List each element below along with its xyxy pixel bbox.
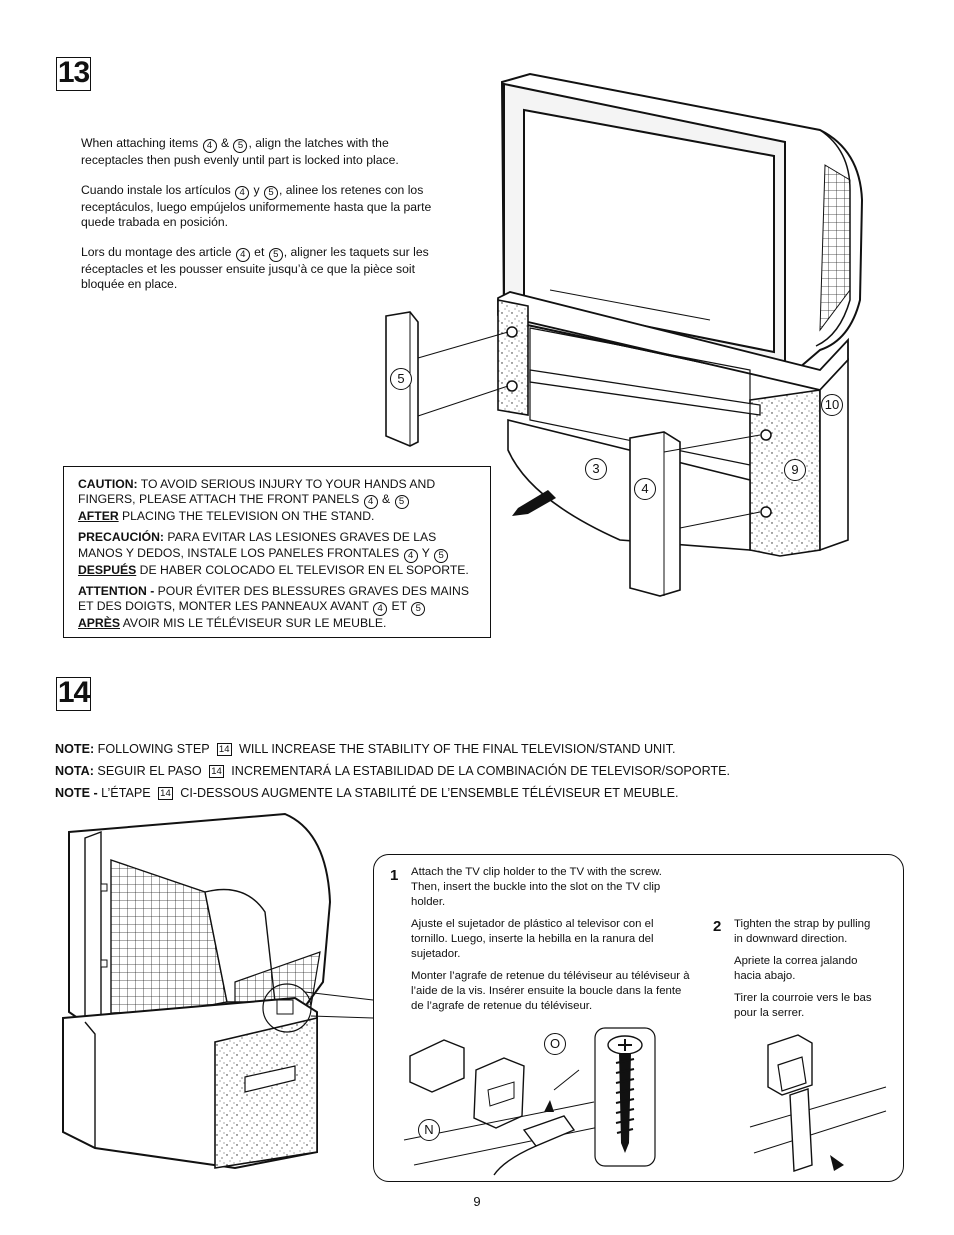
- step-14-detail-panel: 1 Attach the TV clip holder to the TV wi…: [373, 854, 904, 1182]
- caution-french: ATTENTION - POUR ÉVITER DES BLESSURES GR…: [78, 583, 469, 631]
- substep-2-text: Tighten the strap by pulling in downward…: [734, 917, 874, 1028]
- tv-rear-illustration: [62, 812, 374, 1170]
- screw-illustration: [594, 1027, 656, 1167]
- substep-2-french: Tirer la courroie vers le bas pour la se…: [734, 992, 872, 1019]
- callout-n: N: [418, 1119, 440, 1141]
- substep-1-english: Attach the TV clip holder to the TV with…: [411, 866, 662, 908]
- substep-2-spanish: Apriete la correa jalando hacia abajo.: [734, 955, 858, 982]
- strap-illustration: [749, 1034, 887, 1172]
- caution-spanish: PRECAUCIÓN: PARA EVITAR LAS LESIONES GRA…: [78, 530, 469, 577]
- step-13-instructions: When attaching items 4 & 5, align the la…: [81, 136, 451, 307]
- callout-o: O: [544, 1033, 566, 1055]
- substep-1-french: Monter l’agrafe de retenue du téléviseur…: [411, 970, 690, 1012]
- instruction-english: When attaching items 4 & 5, align the la…: [81, 136, 399, 167]
- substep-2-number: 2: [713, 918, 722, 935]
- note-english: NOTE: FOLLOWING STEP 14 WILL INCREASE TH…: [55, 742, 676, 756]
- callout-9: 9: [784, 459, 806, 481]
- caution-box: CAUTION: TO AVOID SERIOUS INJURY TO YOUR…: [63, 466, 491, 638]
- instruction-spanish: Cuando instale los artículos 4 y 5, alin…: [81, 183, 432, 229]
- callout-3: 3: [585, 458, 607, 480]
- page-number: 9: [473, 1194, 481, 1209]
- caution-english: CAUTION: TO AVOID SERIOUS INJURY TO YOUR…: [78, 477, 436, 524]
- callout-4: 4: [634, 478, 656, 500]
- substep-2-english: Tighten the strap by pulling in downward…: [734, 918, 871, 945]
- substep-1-text: Attach the TV clip holder to the TV with…: [411, 865, 691, 1021]
- note-french: NOTE - L’ÉTAPE 14 CI-DESSOUS AUGMENTE LA…: [55, 786, 679, 800]
- note-spanish: NOTA: SEGUIR EL PASO 14 INCREMENTARÁ LA …: [55, 764, 731, 778]
- step-13-number: 13: [56, 56, 91, 91]
- callout-10: 10: [821, 394, 843, 416]
- callout-5: 5: [390, 368, 412, 390]
- instruction-french: Lors du montage des article 4 et 5, alig…: [81, 245, 429, 291]
- substep-1-number: 1: [390, 867, 399, 884]
- clip-holder-illustration: [403, 1039, 605, 1176]
- step-14-number: 14: [56, 676, 91, 711]
- substep-1-spanish: Ajuste el sujetador de plástico al telev…: [411, 918, 654, 960]
